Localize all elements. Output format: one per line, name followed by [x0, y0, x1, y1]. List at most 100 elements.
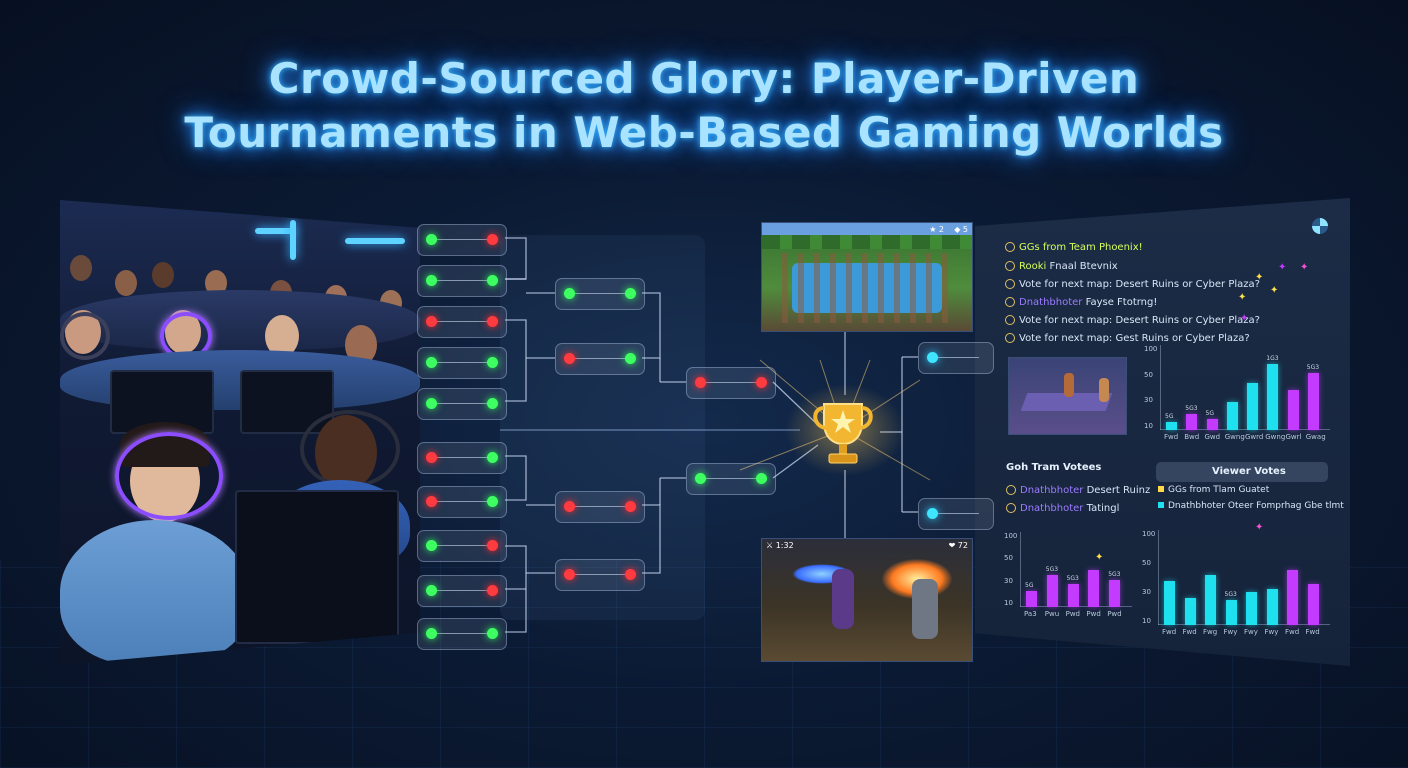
bracket-match-round1-6[interactable] — [417, 442, 507, 474]
match-wire — [570, 358, 630, 359]
chat-bullet-icon — [1005, 261, 1015, 271]
status-green-dot-icon — [625, 288, 636, 299]
chart-bar — [1287, 389, 1299, 430]
bracket-match-right-1[interactable] — [918, 342, 994, 374]
mini-game-preview[interactable] — [1008, 357, 1127, 435]
chat-bullet-icon — [1005, 279, 1015, 289]
spectator-head — [205, 270, 227, 296]
bar-value-label: 5G3 — [1066, 574, 1079, 582]
bracket-match-round1-10[interactable] — [417, 618, 507, 650]
bracket-match-round3-2[interactable] — [686, 463, 776, 495]
x-axis — [1160, 429, 1330, 430]
y-tick-label: 30 — [1142, 588, 1151, 596]
trophy-icon — [813, 403, 873, 464]
vote-bullet-icon — [1006, 485, 1016, 495]
status-green-dot-icon — [426, 398, 437, 409]
mini-character — [1099, 378, 1109, 402]
status-red-dot-icon — [625, 569, 636, 580]
sparkle-icon: ✦ — [1255, 522, 1264, 533]
match-wire — [432, 501, 492, 502]
sparkle-icon: ✦ — [1095, 552, 1104, 563]
x-tick-label: Gwag — [1305, 433, 1326, 441]
sparkle-icon: ✦ — [1278, 262, 1287, 273]
chat-bullet-icon — [1005, 242, 1015, 252]
status-red-dot-icon — [564, 501, 575, 512]
esports-crowd-photo — [60, 200, 420, 665]
dashboard-logo-icon[interactable] — [1312, 218, 1328, 234]
x-tick-label: Fwy — [1223, 628, 1238, 636]
bracket-match-round1-3[interactable] — [417, 306, 507, 338]
headset-icon — [300, 410, 400, 488]
status-green-dot-icon — [487, 398, 498, 409]
x-tick-label: Fwy — [1264, 628, 1279, 636]
x-tick-label: Pwd — [1107, 610, 1122, 618]
status-green-dot-icon — [426, 234, 437, 245]
bracket-match-round3-1[interactable] — [686, 367, 776, 399]
bracket-match-right-2[interactable] — [918, 498, 994, 530]
bracket-match-round2-3[interactable] — [555, 491, 645, 523]
chat-message: GGs from Team Phoenix! — [1005, 242, 1143, 253]
viewer-votes-tab[interactable] — [1156, 462, 1328, 482]
chart-bar — [1184, 597, 1196, 625]
headset-icon — [115, 432, 223, 520]
status-green-dot-icon — [426, 585, 437, 596]
status-green-dot-icon — [487, 628, 498, 639]
legend-swatch — [1158, 486, 1164, 492]
bracket-match-round1-1[interactable] — [417, 224, 507, 256]
bracket-match-round1-5[interactable] — [417, 388, 507, 420]
status-red-dot-icon — [487, 316, 498, 327]
status-red-dot-icon — [426, 452, 437, 463]
chat-message: Vote for next map: Desert Ruins or Cyber… — [1005, 279, 1260, 290]
game-screenshot-voxel-arena[interactable]: ★ 2 ◆ 5 — [761, 222, 973, 332]
bracket-match-round1-4[interactable] — [417, 347, 507, 379]
bracket-match-round2-1[interactable] — [555, 278, 645, 310]
x-tick-label: Pwd — [1086, 610, 1101, 618]
status-green-dot-icon — [426, 275, 437, 286]
bracket-match-round1-7[interactable] — [417, 486, 507, 518]
chart-bar — [1246, 592, 1257, 625]
status-red-dot-icon — [564, 569, 575, 580]
chart-bar — [1267, 363, 1279, 430]
bracket-match-round2-4[interactable] — [555, 559, 645, 591]
y-tick-label: 10 — [1142, 617, 1151, 625]
x-axis — [1158, 624, 1330, 625]
x-tick-label: Fwd — [1285, 628, 1300, 636]
status-green-dot-icon — [426, 628, 437, 639]
legend-swatch — [1158, 502, 1164, 508]
hud-gems: ◆ 5 — [954, 225, 968, 234]
viewer-vote-item: Dnathbhoter Oteer Fomprhag Gbe tlmt — [1158, 501, 1344, 511]
bracket-match-round1-2[interactable] — [417, 265, 507, 297]
x-tick-label: Gwrl — [1285, 433, 1302, 441]
match-wire — [570, 293, 630, 294]
x-tick-label: Fwd — [1305, 628, 1320, 636]
spectator-head — [115, 270, 137, 296]
hero-character — [832, 569, 854, 629]
page-title-line2: Tournaments in Web-Based Gaming Worlds — [184, 108, 1224, 157]
x-tick-label: Gwrd — [1245, 433, 1264, 441]
match-wire — [432, 633, 492, 634]
bar-value-label: 5G — [1205, 410, 1214, 418]
chart-bar — [1046, 575, 1058, 607]
chart-bar — [1088, 570, 1100, 607]
bracket-match-round1-8[interactable] — [417, 530, 507, 562]
y-tick-label: 100 — [1144, 345, 1158, 353]
chart-bar — [1206, 419, 1218, 430]
status-red-dot-icon — [625, 501, 636, 512]
sparkle-icon: ✦ — [1270, 285, 1279, 296]
game-screenshot-battle[interactable]: ⚔ 1:32 ❤ 72 — [761, 538, 973, 662]
chart-bar — [1247, 383, 1258, 430]
match-wire — [432, 457, 492, 458]
chat-message: Rooki Fnaal Btevnix — [1005, 261, 1118, 272]
chart-bar — [1266, 588, 1278, 625]
status-red-dot-icon — [426, 316, 437, 327]
y-tick-label: 50 — [1004, 554, 1013, 563]
chat-bullet-icon — [1005, 297, 1015, 307]
bracket-match-round2-2[interactable] — [555, 343, 645, 375]
status-red-dot-icon — [564, 353, 575, 364]
match-wire — [432, 403, 492, 404]
bar-value-label: 5G3 — [1306, 364, 1320, 372]
headset-icon — [60, 312, 110, 360]
bracket-match-round1-9[interactable] — [417, 575, 507, 607]
x-tick-label: Gwd — [1204, 433, 1221, 441]
